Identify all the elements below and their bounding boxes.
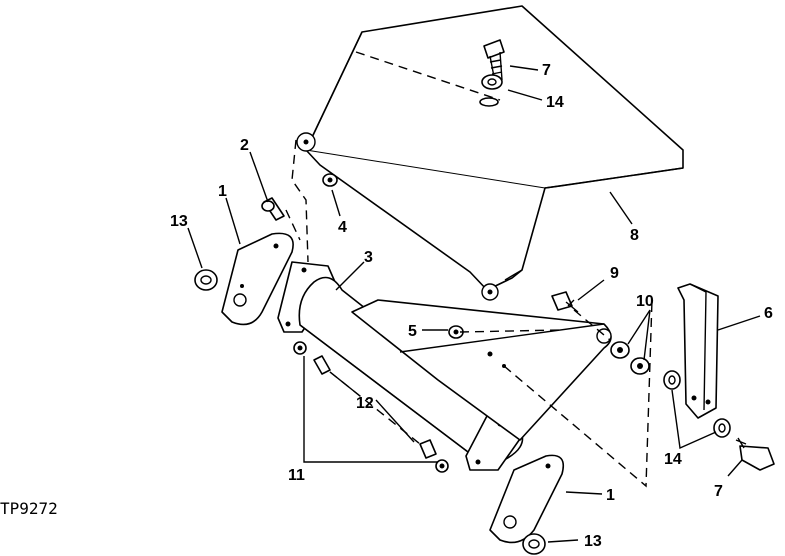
nut-part-10-b — [630, 357, 650, 375]
bolt-part-7-upper — [483, 39, 505, 83]
plate-part-1-upper — [221, 232, 294, 326]
cover-part-8 — [296, 5, 684, 301]
callout-1-lower: 1 — [606, 487, 615, 504]
callout-6: 6 — [764, 305, 773, 322]
callout-4: 4 — [338, 219, 347, 236]
tube-part-3 — [277, 261, 524, 471]
washer-part-13-upper — [194, 269, 218, 291]
callout-8: 8 — [630, 227, 639, 244]
washer-part-14-lower-b — [713, 418, 731, 438]
callout-13-upper: 13 — [170, 213, 188, 230]
callout-14-upper: 14 — [546, 94, 564, 111]
washer-part-13-lower — [522, 533, 546, 555]
callout-12: 12 — [356, 395, 374, 412]
callout-11: 11 — [288, 467, 305, 484]
bolt-part-12-b — [419, 439, 437, 459]
nut-part-11-a — [293, 341, 307, 355]
callout-7-lower: 7 — [714, 483, 723, 500]
callout-1-upper: 1 — [218, 183, 227, 200]
washer-part-14-lower-a — [663, 370, 681, 390]
bracket-part-6 — [677, 283, 719, 419]
bolt-part-2 — [261, 197, 285, 221]
bolt-part-9 — [551, 291, 579, 313]
callout-14-lower: 14 — [664, 451, 682, 468]
bracket-triangle — [351, 299, 612, 441]
callout-3: 3 — [364, 249, 373, 266]
callout-9: 9 — [610, 265, 619, 282]
bolt-part-7-lower — [735, 437, 775, 471]
leader-lines — [187, 65, 761, 543]
callout-13-lower: 13 — [584, 533, 602, 550]
nut-part-10-a — [610, 341, 630, 359]
callout-7-upper: 7 — [542, 62, 551, 79]
callout-10: 10 — [636, 293, 654, 310]
callout-5: 5 — [408, 323, 417, 340]
plate-part-1-lower — [489, 454, 565, 544]
washer-part-14-upper — [479, 74, 503, 107]
nut-part-11-b — [435, 459, 449, 473]
nut-part-4 — [322, 173, 338, 187]
callout-2: 2 — [240, 137, 249, 154]
bolt-part-12-a — [313, 355, 331, 375]
figure-code: TP9272 — [0, 499, 58, 518]
assembly-dashed-lines — [285, 51, 653, 488]
